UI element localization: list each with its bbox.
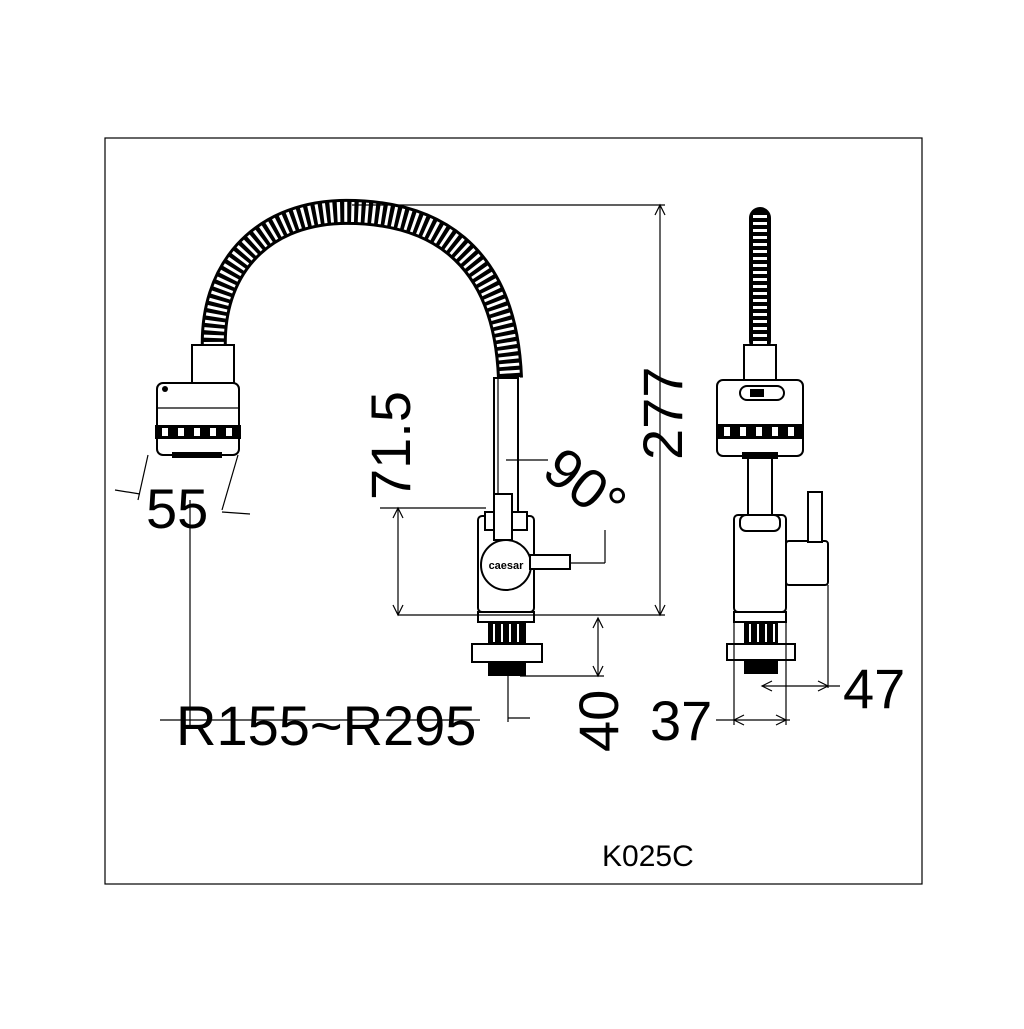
- dim-spray-head-width: 55: [146, 477, 208, 540]
- side-handle-hub: [785, 540, 829, 586]
- handle-arm: [529, 554, 571, 570]
- model-code: K025C: [602, 840, 694, 873]
- front-view: caesar: [155, 198, 571, 676]
- side-handle-lever: [807, 491, 823, 543]
- dimension-lines-front: [114, 203, 666, 726]
- side-view: [716, 207, 829, 674]
- dim-rotation-angle: 90°: [533, 435, 639, 537]
- dim-spout-height: 71.5: [359, 391, 422, 500]
- dimension-lines-side: [716, 585, 840, 726]
- dim-handle-depth: 47: [843, 657, 905, 720]
- drawing-frame: [104, 137, 923, 885]
- flexible-hose: [200, 198, 523, 379]
- dim-swivel-radius: R155~R295: [176, 694, 476, 757]
- dim-total-height: 277: [631, 367, 694, 460]
- lever-handle: [493, 493, 513, 541]
- spray-head: [156, 382, 240, 456]
- brand-logo: caesar: [489, 560, 525, 572]
- hose-collar: [191, 344, 235, 384]
- base-plate: [477, 611, 535, 623]
- side-spout-pipe: [747, 457, 773, 517]
- dim-base-width: 37: [650, 689, 712, 752]
- dim-base-height: 40: [567, 690, 630, 752]
- lock-nut: [471, 643, 543, 663]
